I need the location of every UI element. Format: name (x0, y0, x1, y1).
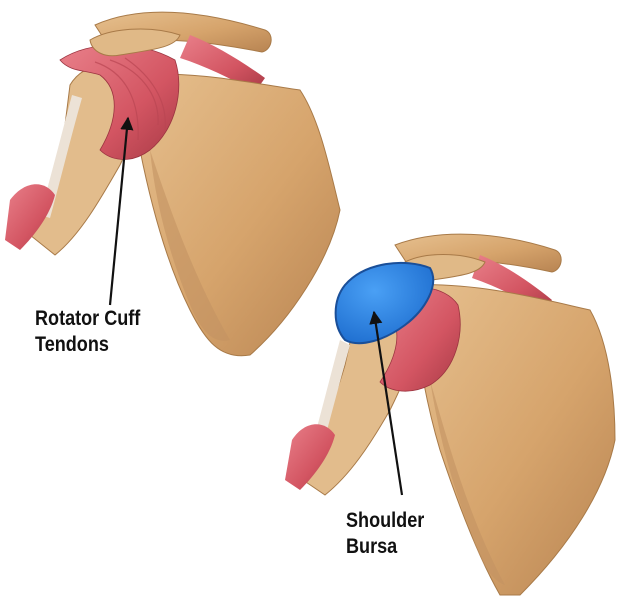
rotator-cuff-label-line2: Tendons (35, 332, 140, 358)
shoulder-bursa-label-line1: Shoulder (346, 508, 424, 534)
shoulder-bursa-label-line2: Bursa (346, 534, 424, 560)
rotator-cuff-label: Rotator Cuff Tendons (35, 306, 140, 358)
bottom-shoulder-illustration (285, 234, 615, 595)
top-shoulder-illustration (5, 12, 340, 355)
shoulder-bursa-label: Shoulder Bursa (346, 508, 424, 560)
rotator-cuff-label-line1: Rotator Cuff (35, 306, 140, 332)
